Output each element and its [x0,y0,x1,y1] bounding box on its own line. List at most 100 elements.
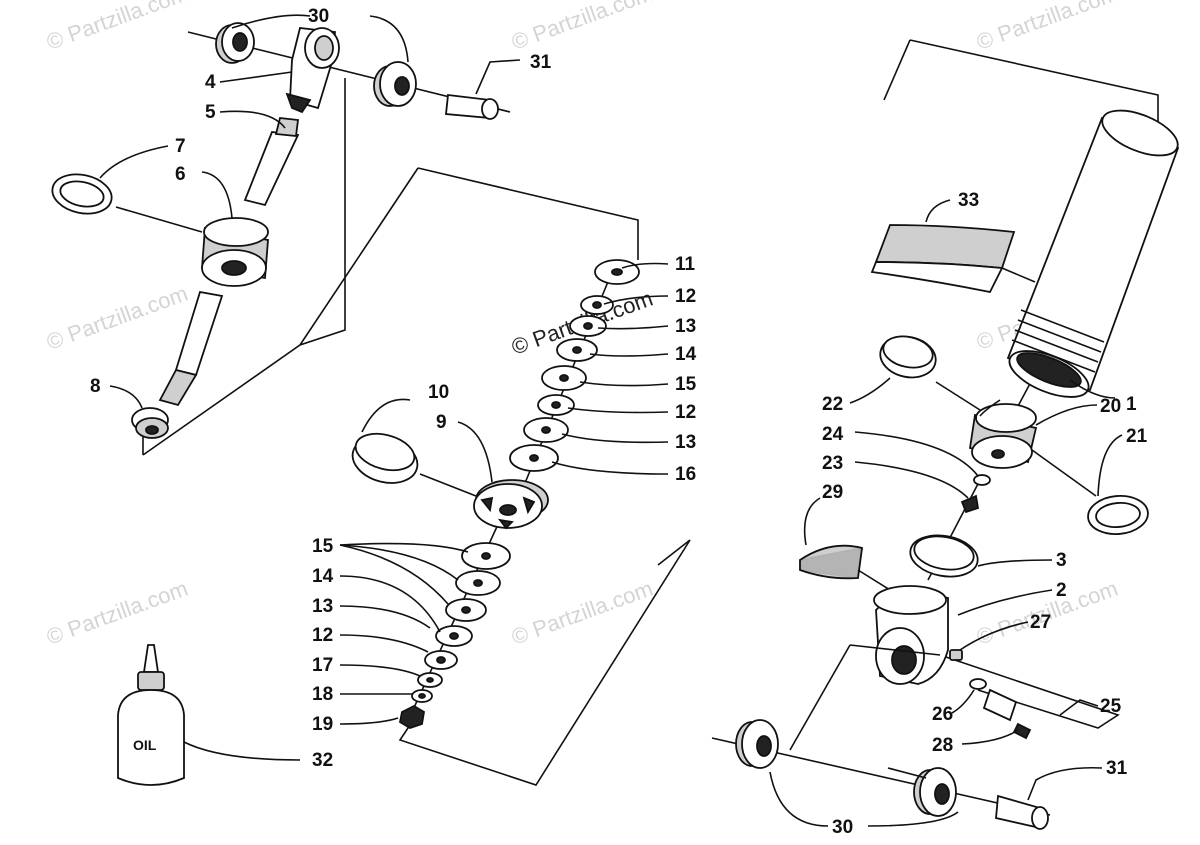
bottle-label: OIL [133,737,157,753]
part-label-19: 19 [312,714,333,735]
leader-line [1031,449,1097,497]
piston-ring-part-10 [351,432,419,484]
leader-line [603,295,669,305]
part-label-31: 31 [1106,758,1128,779]
leader-line [887,767,927,779]
leader-line [339,717,399,725]
leader-line [589,353,669,357]
part-label-20: 20 [1100,396,1121,417]
enclosure-line [657,539,691,566]
part-label-16: 16 [675,464,696,485]
leader-line [925,199,951,223]
bushing-part-8 [131,407,169,439]
leader-line [183,741,301,761]
sleeve-part-31 [995,794,1049,830]
leader-line [109,385,143,409]
enclosure-line [939,654,1120,729]
bushing-part-30 [215,22,255,64]
o-ring-part-3 [909,534,979,578]
valve-stack-assembly: 11 12 13 14 15 12 13 16 10 9 15 14 13 12… [299,167,697,786]
leader-line [579,381,669,387]
part-label-22: 22 [822,394,843,415]
leader-line [369,15,409,63]
end-cap-part-20 [968,403,1038,469]
label-decal-part-33 [870,224,1036,294]
part-label-9: 9 [436,412,447,433]
enclosure-line [883,39,911,101]
part-label-13: 13 [675,432,696,453]
leader-line [339,634,429,653]
leader-line [621,262,669,269]
leader-line [854,431,979,477]
cap-part-28 [1012,722,1032,740]
leader-line [551,461,669,475]
piston-part-9 [473,479,549,530]
enclosure-line [142,78,346,456]
watermark: © Partzilla.com [508,576,656,650]
leader-line [475,59,521,95]
part-label-31: 31 [530,52,552,73]
leader-line [561,433,669,444]
leader-line [857,569,891,591]
part-label-25: 25 [1100,696,1122,717]
leader-line [597,325,669,330]
part-label-13: 13 [312,596,333,617]
watermark: © Partzilla.com [43,576,191,650]
enclosure-line [849,644,941,656]
bumper-part-29 [799,544,864,580]
wear-ring-part-22 [879,335,937,379]
leader-line [219,71,293,83]
sleeve-part-31 [445,93,499,120]
eye-part-4 [285,27,340,114]
bushing-part-30 [373,61,417,107]
part-label-15: 15 [675,374,697,395]
leader-line [849,377,891,404]
leader-line [977,559,1053,567]
part-label-12: 12 [675,286,696,307]
leader-line [935,381,981,411]
part-label-11: 11 [675,254,696,275]
valve-part-23 [960,494,980,514]
leader-line [1059,699,1099,716]
enclosure-line [417,167,639,260]
watermark: © Partzilla.com [508,0,656,55]
part-label-1: 1 [1126,394,1137,415]
left-assembly: 30 31 4 5 7 6 8 [51,6,552,456]
enclosure-line [909,39,1159,130]
leader-line [339,664,421,677]
part-label-30: 30 [832,817,853,838]
leader-line [115,206,203,233]
part-label-27: 27 [1030,612,1051,633]
part-label-14: 14 [675,344,697,365]
watermark: © Partzilla.com [43,281,191,355]
body-tube-part-1 [1006,109,1180,398]
enclosure-line [398,539,691,786]
enclosure-line [789,644,851,751]
part-label-13: 13 [675,316,696,337]
part-label-8: 8 [90,376,101,397]
leader-line [959,621,1029,651]
leader-line [854,461,969,499]
lower-shim-stack [398,542,511,729]
lower-eye-part-2 [873,585,949,685]
upper-shim-stack [509,259,640,472]
washer-part-26 [969,678,987,690]
part-label-24: 24 [822,424,844,445]
part-label-18: 18 [312,684,333,705]
bushing-part-30 [913,767,957,817]
enclosure-line [299,167,419,346]
leader-line [339,605,431,629]
leader-line [951,689,975,714]
leader-line [957,589,1053,616]
bushing-part-30 [735,719,779,769]
part-label-28: 28 [932,735,953,756]
leader-line [419,473,477,497]
leader-line [231,14,311,29]
part-label-21: 21 [1126,426,1148,447]
o-ring-part-7 [51,173,113,215]
leader-line [457,421,493,483]
leader-line [1027,766,1103,801]
schrader-valve-part-25 [982,688,1018,722]
plug-part-27 [949,649,963,661]
